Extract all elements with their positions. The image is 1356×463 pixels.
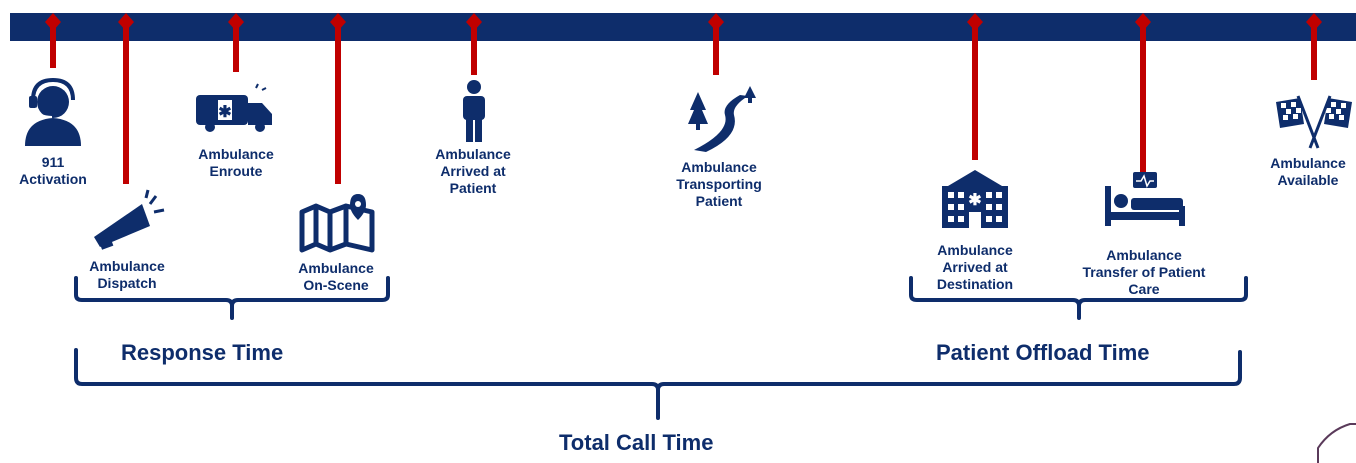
person-icon — [463, 80, 485, 142]
markers — [45, 13, 1322, 31]
marker-activation — [45, 13, 61, 31]
checkered-flags-icon — [1276, 95, 1352, 149]
offload-time-label: Patient Offload Time — [936, 340, 1150, 365]
ambulance-icon: ✱ — [196, 83, 272, 132]
offload-time-brace — [909, 276, 1248, 320]
corner-outline-shape — [1317, 423, 1356, 463]
marker-transfer-care — [1135, 13, 1151, 31]
marker-transporting — [708, 13, 724, 31]
marker-arrived-destination — [967, 13, 983, 31]
label-on-scene: Ambulance On-Scene — [298, 260, 374, 293]
label-enroute: Ambulance Enroute — [198, 146, 274, 179]
response-time-label: Response Time — [121, 340, 284, 365]
road-trees-icon — [688, 86, 756, 152]
marker-enroute — [228, 13, 244, 31]
headset-operator-icon — [25, 77, 81, 146]
total-call-time-label: Total Call Time — [559, 430, 714, 455]
label-transporting: Ambulance Transporting Patient — [676, 159, 762, 209]
label-arrived-destination: Ambulance Arrived at Destination — [936, 242, 1014, 292]
marker-on-scene — [330, 13, 346, 31]
svg-text:✱: ✱ — [968, 192, 981, 209]
timeline-bar — [10, 13, 1356, 41]
total-call-time-brace — [74, 348, 1242, 420]
megaphone-icon — [94, 189, 165, 250]
marker-available — [1306, 13, 1322, 31]
marker-arrived-patient — [466, 13, 482, 31]
label-activation: 911 Activation — [19, 154, 87, 187]
response-time-brace — [74, 276, 390, 320]
label-available: Ambulance Available — [1270, 155, 1346, 188]
hospital-bed-icon — [1105, 160, 1185, 226]
hospital-icon: ✱ — [942, 170, 1008, 228]
label-transfer-care: Ambulance Transfer of Patient Care — [1082, 247, 1206, 297]
label-dispatch: Ambulance Dispatch — [89, 258, 165, 291]
svg-text:✱: ✱ — [218, 104, 231, 121]
marker-dispatch — [118, 13, 134, 31]
map-pin-icon — [299, 194, 375, 253]
label-arrived-patient: Ambulance Arrived at Patient — [435, 146, 511, 196]
